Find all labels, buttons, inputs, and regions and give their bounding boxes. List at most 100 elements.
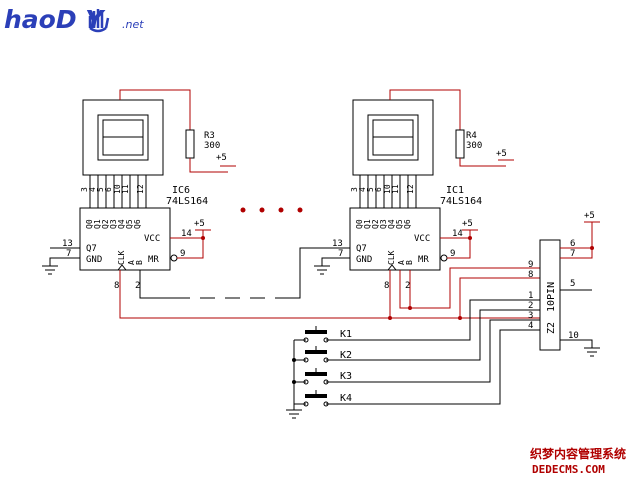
key-label-k1: K1 <box>340 329 352 340</box>
seven-segment-display-left <box>82 99 164 208</box>
pin-label: GND <box>86 255 102 265</box>
key-label-k4: K4 <box>340 393 352 404</box>
pin-number: 8 <box>114 281 119 291</box>
pin-number: 9 <box>180 249 185 259</box>
pin-number: 7 <box>570 249 575 259</box>
pin-label: VCC <box>414 234 430 244</box>
pin-label: Q1 <box>363 219 372 229</box>
watermark: 织梦内容管理系统 DEDECMS.COM <box>528 442 638 478</box>
pin-label: GND <box>356 255 372 265</box>
pin-label: Q5 <box>395 219 404 229</box>
pin-number: 3 <box>80 187 89 192</box>
pin-label: VCC <box>144 234 160 244</box>
connector-vcc-wire <box>560 221 600 249</box>
pin-number: 9 <box>450 249 455 259</box>
clock-to-connector <box>459 277 540 318</box>
pin-number: 5 <box>96 187 105 192</box>
pin-label: Q0 <box>85 219 94 229</box>
ic1-top-pin-numbers: 3 4 5 6 10 11 12 <box>350 184 415 194</box>
r4-supply: +5 <box>496 149 507 159</box>
pin-number: 12 <box>136 184 145 194</box>
ic6-part: 74LS164 <box>166 196 208 207</box>
pin-label: Q4 <box>117 219 126 229</box>
pin-label: CLK <box>117 250 126 265</box>
pin-number: 11 <box>121 184 130 194</box>
pin-label: Q5 <box>125 219 134 229</box>
pin-label: Q1 <box>93 219 102 229</box>
data-wire <box>409 267 540 309</box>
pin-number: 11 <box>391 184 400 194</box>
pin-number: 8 <box>528 270 533 280</box>
pin-number: 7 <box>66 249 71 259</box>
pin-number: 14 <box>181 229 192 239</box>
pin-number: 6 <box>104 187 113 192</box>
pin-number: 5 <box>570 279 575 289</box>
clock-bus-wire <box>119 270 560 319</box>
r3-lead <box>119 89 191 130</box>
r4-lead <box>389 89 461 130</box>
connector-z2: 10PIN Z2 9 8 1 2 3 4 6 7 5 10 <box>528 239 579 351</box>
ic1-ab-wire <box>399 270 410 309</box>
r3-value: 300 <box>204 141 220 151</box>
pin-label: Q2 <box>371 219 380 229</box>
pin-number: 6 <box>570 239 575 249</box>
connector-supply-label: +5 <box>584 211 595 221</box>
pin-number: 4 <box>528 321 533 331</box>
ic1-part: 74LS164 <box>440 196 482 207</box>
pin-number: 13 <box>332 239 343 249</box>
pin-label: Q3 <box>379 219 388 229</box>
connector-vcc-wire-2 <box>560 248 593 259</box>
pin-number: 7 <box>338 249 343 259</box>
pin-label: B <box>135 260 144 265</box>
pin-number: 2 <box>528 301 533 311</box>
pin-number: 5 <box>366 187 375 192</box>
pin-number: 9 <box>528 260 533 270</box>
keys-gnd-bus <box>286 340 302 419</box>
pin-label: Q7 <box>86 244 97 254</box>
k4-wire <box>294 329 540 405</box>
pin-number: 4 <box>88 187 97 192</box>
connector-gnd-wire <box>560 339 600 357</box>
ic6-chip: IC6 74LS164 Q0 Q1 Q2 Q3 Q4 Q5 Q6 Q7 GND … <box>79 185 208 271</box>
r3-resistor <box>185 129 195 159</box>
chain-link-wire <box>275 247 350 299</box>
pin-number: 10 <box>568 331 579 341</box>
pin-label: MR <box>148 255 159 265</box>
pin-number: 1 <box>528 291 533 301</box>
pin-number: 6 <box>374 187 383 192</box>
pin-label: CLK <box>387 250 396 265</box>
ic1-chip: IC1 74LS164 Q0 Q1 Q2 Q3 Q4 Q5 Q6 Q7 GND … <box>349 185 482 271</box>
r3-supply: +5 <box>216 153 227 163</box>
k3-wire <box>294 319 540 383</box>
pin-number: 10 <box>113 184 122 194</box>
pin-number: 2 <box>135 281 140 291</box>
ic6-top-pin-numbers: 3 4 5 6 10 11 12 <box>80 184 145 194</box>
site-logo: haoD Y .net <box>4 5 144 34</box>
pin-label: Q7 <box>356 244 367 254</box>
logo-suffix: .net <box>122 18 144 31</box>
pin-number: 10 <box>383 184 392 194</box>
ic1-gnd-wire <box>314 257 350 275</box>
pin-number: 14 <box>452 229 463 239</box>
r4-name: R4 <box>466 131 477 141</box>
ic6-supply-label: +5 <box>194 219 205 229</box>
r3-supply-wire <box>189 158 236 173</box>
pin-label: Q2 <box>101 219 110 229</box>
r4-supply-wire <box>459 158 514 167</box>
watermark-line2: DEDECMS.COM <box>532 463 605 476</box>
pin-label: Q6 <box>133 219 142 229</box>
r3-name: R3 <box>204 131 215 141</box>
pin-label: Q4 <box>387 219 396 229</box>
chain-ellipsis <box>240 207 303 213</box>
ic6-gnd-wire <box>42 247 80 275</box>
pin-number: 4 <box>358 187 367 192</box>
pin-number: 12 <box>406 184 415 194</box>
pin-number: 3 <box>528 311 533 321</box>
key-label-k3: K3 <box>340 371 352 382</box>
pin-label: MR <box>418 255 429 265</box>
key-label-k2: K2 <box>340 350 352 361</box>
chain-dashed-wire <box>139 270 265 299</box>
pin-label: A <box>397 260 406 265</box>
pin-number: 8 <box>384 281 389 291</box>
key-switches: K1 K2 K3 K4 <box>286 299 540 419</box>
